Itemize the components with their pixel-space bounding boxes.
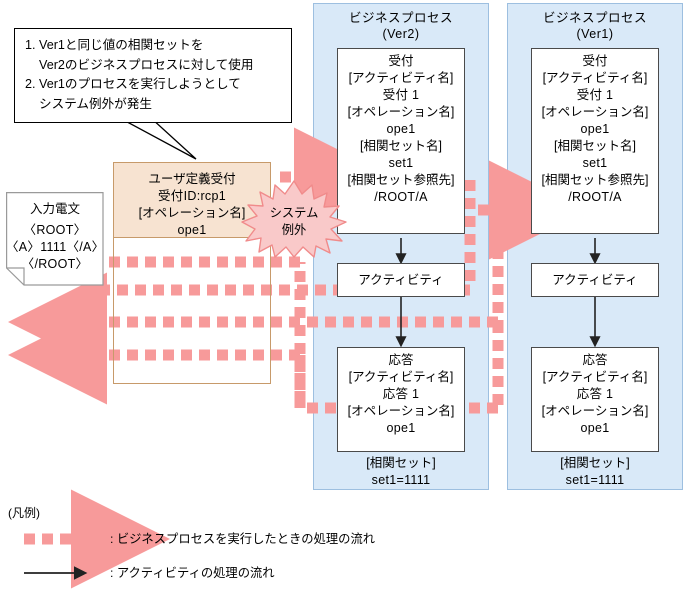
system-exception-label-line1: システム — [269, 206, 319, 220]
ver2-reception-line-0: [アクティビティ名] — [348, 71, 454, 85]
system-exception-label-line2: 例外 — [281, 223, 307, 237]
panel-ver1-title-line2: (Ver1) — [576, 27, 614, 41]
input-document-title: 入力電文 — [29, 202, 80, 216]
ver2-response-title: 応答 — [388, 353, 414, 367]
ver1-correlation-value: set1=1111 — [565, 473, 625, 487]
ver1-response-line-3: ope1 — [580, 421, 610, 435]
ver1-reception-title: 受付 — [582, 54, 608, 68]
input-document-line-1: 〈A〉1111〈/A〉 — [6, 240, 105, 254]
ver2-reception-title: 受付 — [388, 54, 414, 68]
legend-item-flow: : ビジネスプロセスを実行したときの処理の流れ — [22, 489, 662, 589]
callout-line-1: Ver2のビジネスプロセスに対して使用 — [39, 57, 254, 72]
legend-activity-text: : アクティビティの処理の流れ — [110, 566, 275, 580]
system-exception-burst: システム 例外 — [241, 180, 347, 258]
ver1-reception-line-2: [オペレーション名] — [541, 105, 649, 119]
user-defined-line-2: ope1 — [177, 223, 207, 237]
ver1-reception-line-0: [アクティビティ名] — [542, 71, 648, 85]
user-defined-title: ユーザ定義受付 — [148, 172, 236, 186]
ver1-activity-title: アクティビティ — [552, 272, 638, 287]
ver2-correlation-value: set1=1111 — [371, 473, 431, 487]
ver1-correlation-label: [相関セット] — [560, 456, 630, 470]
ver1-reception-line-3: ope1 — [580, 122, 610, 136]
ver1-reception-box: 受付 [アクティビティ名] 受付 1 [オペレーション名] ope1 [相関セッ… — [531, 48, 659, 234]
legend-heading: (凡例) — [8, 505, 40, 521]
legend-heading-text: (凡例) — [8, 506, 40, 520]
panel-ver2-title-line2: (Ver2) — [382, 27, 420, 41]
user-defined-reception-extent — [113, 238, 271, 384]
ver1-activity-box: アクティビティ — [531, 263, 659, 297]
ver2-reception-line-3: ope1 — [386, 122, 416, 136]
ver2-reception-line-2: [オペレーション名] — [347, 105, 455, 119]
ver2-reception-line-5: set1 — [388, 156, 414, 170]
legend-item-activity: : アクティビティの処理の流れ — [22, 562, 662, 584]
ver2-response-box: 応答 [アクティビティ名] 応答 1 [オペレーション名] ope1 — [337, 347, 465, 452]
ver1-response-line-0: [アクティビティ名] — [542, 370, 648, 384]
ver2-activity-title: アクティビティ — [358, 272, 444, 287]
ver1-reception-line-6: [相関セット参照先] — [541, 173, 649, 187]
system-exception-label: システム 例外 — [242, 205, 346, 239]
callout-line-3: システム例外が発生 — [39, 96, 152, 111]
input-document-line-2: 〈/ROOT〉 — [21, 257, 89, 271]
ver2-correlation-label: [相関セット] — [366, 456, 436, 470]
input-document-shape — [6, 192, 104, 286]
callout-line-0: 1. Ver1と同じ値の相関セットを — [25, 38, 204, 52]
user-defined-line-0: 受付ID:rcp1 — [158, 189, 226, 203]
ver2-correlation: [相関セット] set1=1111 — [313, 455, 489, 489]
ver2-reception-line-7: /ROOT/A — [374, 190, 428, 204]
ver1-reception-line-7: /ROOT/A — [568, 190, 622, 204]
ver1-correlation: [相関セット] set1=1111 — [507, 455, 683, 489]
legend-solid-arrow-icon — [24, 566, 88, 580]
user-defined-reception-box: ユーザ定義受付 受付ID:rcp1 [オペレーション名] ope1 — [113, 162, 271, 238]
panel-ver2-title-line1: ビジネスプロセス — [348, 11, 453, 25]
ver2-response-line-1: 応答 1 — [382, 387, 420, 401]
user-defined-line-1: [オペレーション名] — [138, 206, 246, 220]
ver1-reception-line-4: [相関セット名] — [554, 139, 636, 153]
ver2-response-line-2: [オペレーション名] — [347, 404, 455, 418]
ver1-reception-line-1: 受付 1 — [576, 88, 614, 102]
ver2-reception-line-6: [相関セット参照先] — [347, 173, 455, 187]
ver1-response-line-2: [オペレーション名] — [541, 404, 649, 418]
input-document-line-0: 〈ROOT〉 — [23, 223, 87, 237]
system-exception-shape — [241, 180, 347, 258]
ver2-reception-box: 受付 [アクティビティ名] 受付 1 [オペレーション名] ope1 [相関セッ… — [337, 48, 465, 234]
ver2-response-line-3: ope1 — [386, 421, 416, 435]
annotation-callout: 1. Ver1と同じ値の相関セットを Ver2のビジネスプロセスに対して使用 2… — [14, 28, 292, 123]
legend-dashed-arrow-icon — [24, 489, 170, 589]
input-document-text: 入力電文 〈ROOT〉 〈A〉1111〈/A〉 〈/ROOT〉 — [6, 192, 104, 273]
ver2-activity-box: アクティビティ — [337, 263, 465, 297]
ver1-response-title: 応答 — [582, 353, 608, 367]
ver1-response-line-1: 応答 1 — [576, 387, 614, 401]
ver2-reception-line-4: [相関セット名] — [360, 139, 442, 153]
panel-ver2-title: ビジネスプロセス (Ver2) — [314, 10, 488, 42]
panel-ver1-title-line1: ビジネスプロセス — [542, 11, 647, 25]
ver1-response-box: 応答 [アクティビティ名] 応答 1 [オペレーション名] ope1 — [531, 347, 659, 452]
input-document: 入力電文 〈ROOT〉 〈A〉1111〈/A〉 〈/ROOT〉 — [6, 192, 104, 286]
ver2-reception-line-1: 受付 1 — [382, 88, 420, 102]
callout-line-2: 2. Ver1のプロセスを実行しようとして — [25, 77, 241, 91]
legend-flow-text: : ビジネスプロセスを実行したときの処理の流れ — [110, 532, 376, 546]
ver2-response-line-0: [アクティビティ名] — [348, 370, 454, 384]
ver1-reception-line-5: set1 — [582, 156, 608, 170]
panel-ver1-title: ビジネスプロセス (Ver1) — [508, 10, 682, 42]
